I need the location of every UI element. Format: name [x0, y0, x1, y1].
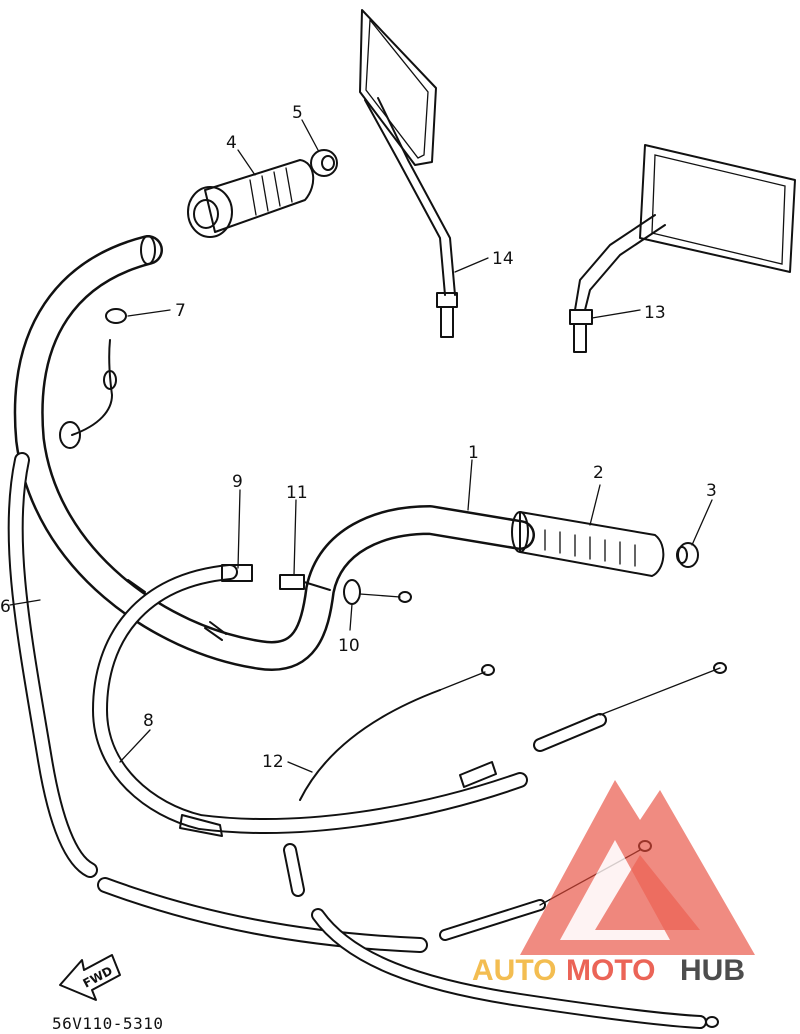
- callout-12: 12: [262, 752, 284, 772]
- throttle-grip: [187, 159, 315, 238]
- switch-wire-holder: [59, 308, 127, 449]
- callout-5: 5: [292, 103, 303, 123]
- callout-6: 6: [0, 597, 11, 617]
- callout-14: 14: [492, 249, 514, 269]
- callout-7: 7: [175, 301, 186, 321]
- callout-8: 8: [143, 711, 154, 731]
- choke-cable: [283, 664, 495, 897]
- forward-arrow: FWD: [59, 954, 121, 1001]
- right-mirror: [569, 144, 796, 353]
- automotohub-logo: AUTO MOTO HUB: [472, 780, 755, 987]
- callout-4: 4: [226, 133, 237, 153]
- left-mirror: [359, 9, 458, 338]
- diagram-part-code: 56V110-5310: [52, 1014, 164, 1033]
- throttle-cable: [92, 564, 727, 837]
- callout-9: 9: [232, 472, 243, 492]
- handlebar: [13, 235, 535, 671]
- logo-text-auto: AUTO: [472, 954, 556, 987]
- logo-text-hub: HUB: [680, 954, 745, 987]
- right-grip: [511, 511, 665, 577]
- callout-3: 3: [706, 481, 717, 501]
- callout-10: 10: [338, 636, 360, 656]
- callout-2: 2: [593, 463, 604, 483]
- callout-leaders: [9, 119, 713, 773]
- grip-end-cap: [310, 149, 338, 177]
- clutch-cable: [7, 452, 428, 953]
- logo-text-moto: MOTO: [566, 954, 655, 987]
- callout-11: 11: [286, 483, 308, 503]
- grip-end: [676, 542, 699, 568]
- callouts: 1 2 3 4 5 6 7 8 9 10 11 12 13 14: [0, 103, 717, 772]
- callout-13: 13: [644, 303, 666, 323]
- callout-1: 1: [468, 443, 479, 463]
